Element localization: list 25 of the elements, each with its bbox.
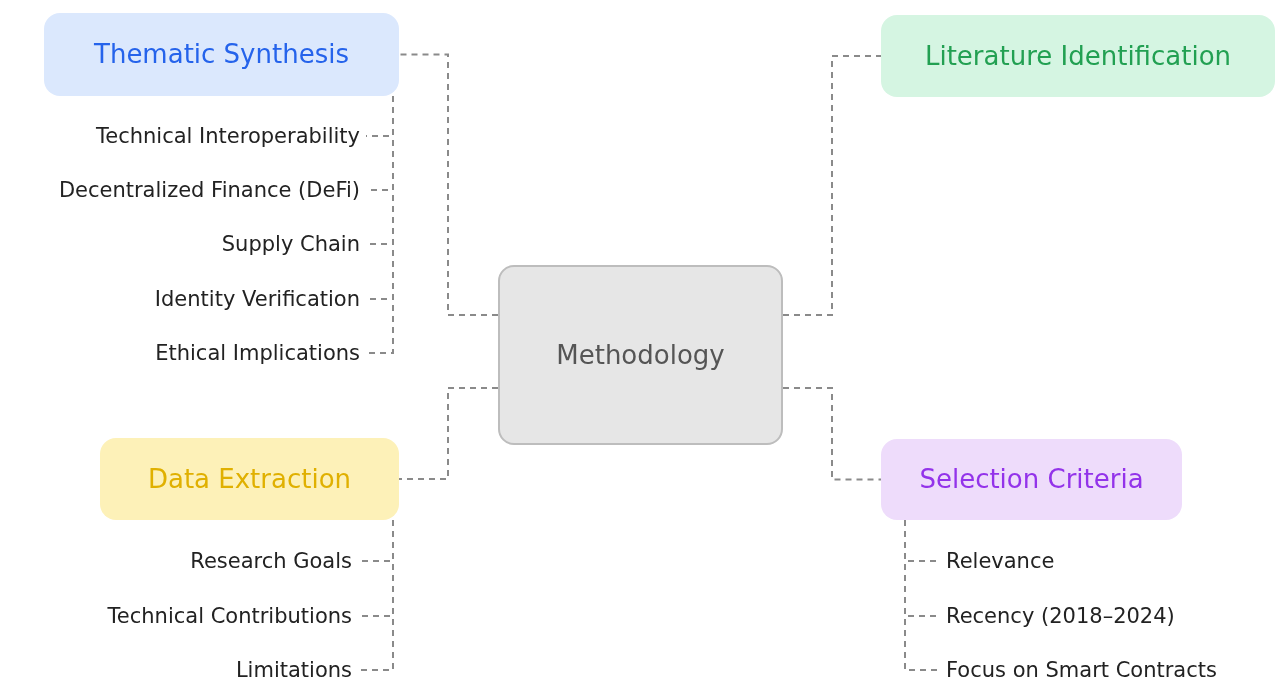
subtopic-text: Technical Contributions: [107, 600, 352, 632]
subtopic-text: Limitations: [235, 654, 352, 684]
topic-label: Data Extraction: [147, 462, 352, 496]
topic-label: Literature Identification: [924, 39, 1231, 73]
subtopic-text: Relevance: [946, 545, 1055, 577]
topic-box: [100, 438, 399, 520]
subtopic-text: Ethical Implications: [155, 337, 360, 369]
dashed-connector: [782, 55, 882, 316]
dashed-connector: [782, 387, 882, 481]
topic-label: Thematic Synthesis: [94, 38, 349, 71]
subtopic-text: Technical Interoperability: [95, 120, 360, 152]
topic-box: [881, 15, 1275, 97]
topic-box: [881, 439, 1182, 520]
topic-box: [44, 13, 399, 96]
dashed-connector: [398, 53, 499, 316]
subtopic-text: Decentralized Finance (DeFi): [58, 174, 360, 206]
topic-label: Methodology: [556, 338, 725, 372]
subtopic-text: Research Goals: [190, 545, 352, 577]
central-topic-box: [498, 265, 783, 445]
subtopic-text: Supply Chain: [221, 228, 360, 260]
topic-label: Selection Criteria: [919, 463, 1144, 496]
subtopic-text: Recency (2018–2024): [946, 600, 1175, 632]
subtopic-text: Identity Verification: [154, 283, 360, 315]
subtopic-text: Focus on Smart Contracts: [946, 654, 1217, 684]
dashed-connector: [398, 387, 499, 480]
